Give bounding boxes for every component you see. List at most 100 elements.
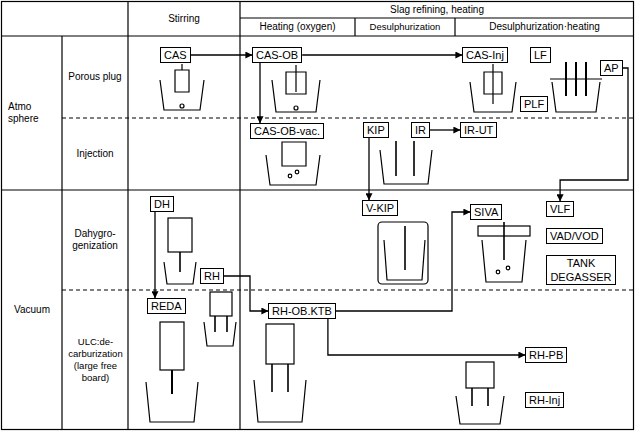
process-box: VLF (546, 201, 574, 217)
table-header: Heating (oxygen) (240, 18, 355, 36)
process-name: CAS-OB-vac. (254, 124, 320, 138)
process-name: RH (204, 269, 220, 283)
process-box: RH-PB (525, 347, 567, 363)
bubble (506, 266, 510, 270)
flow-arrow (368, 138, 369, 200)
snorkels (272, 364, 288, 392)
ladle (204, 322, 236, 346)
process-box: VAD/VOD (546, 228, 603, 244)
lance (404, 226, 406, 270)
process-box: CAS-Inj (462, 47, 508, 63)
process-box: IR (411, 122, 430, 138)
ladle (456, 396, 504, 424)
snorkel-lance (286, 65, 306, 94)
row-label: Porous plug (62, 36, 128, 118)
row-label: Dahygro- genization (64, 190, 126, 290)
process-box: SIVA (470, 204, 502, 220)
vacuum-chamber (266, 324, 294, 364)
table-line (454, 18, 455, 36)
ladle (266, 155, 320, 185)
ladle (380, 150, 432, 184)
table-line (61, 36, 62, 430)
process-name: CAS (164, 48, 187, 62)
process-name: RH-OB.KTB (272, 304, 332, 318)
snorkel (171, 370, 173, 394)
process-name: TANK DEGASSER (550, 256, 612, 284)
process-name: IR (415, 123, 426, 137)
row-label: Vacuum (2, 190, 62, 430)
process-name: VAD/VOD (550, 229, 599, 243)
vacuum-chamber (466, 362, 494, 388)
vacuum-bell (282, 142, 306, 166)
process-box: AP (600, 60, 623, 76)
table-header: Stirring (128, 2, 240, 36)
process-box: REDA (147, 298, 186, 314)
process-name: RH-Inj (529, 393, 560, 407)
process-box: KIP (363, 122, 389, 138)
process-name: LF (534, 48, 547, 62)
table-dashed-line (62, 117, 634, 118)
vacuum-chamber (160, 322, 184, 370)
flow-arrow (560, 68, 628, 201)
ladle (254, 380, 306, 422)
process-box: IR-UT (460, 122, 497, 138)
flow-arrow (154, 212, 155, 298)
table-line (354, 18, 355, 36)
process-name: DH (154, 197, 170, 211)
table-line (2, 35, 634, 36)
table-header: Desulphurization·heating (455, 18, 634, 36)
table-dashed-line (62, 289, 634, 290)
flow-arrow (328, 319, 525, 355)
electrode (503, 222, 505, 260)
process-box: RH-OB.KTB (268, 303, 336, 319)
process-name: PLF (524, 97, 544, 111)
snorkel-lance (484, 64, 502, 104)
vacuum-tank (378, 222, 428, 284)
flow-arrow (430, 129, 460, 130)
bubble (295, 170, 299, 174)
process-name: SIVA (474, 205, 498, 219)
process-box: LF (530, 47, 551, 63)
process-box: PLF (520, 96, 548, 112)
process-box: RH-Inj (525, 392, 564, 408)
process-name: CAS-OB (256, 48, 298, 62)
flow-arrow (259, 63, 260, 123)
vessel-drawings (146, 62, 602, 424)
process-box: DH (150, 196, 174, 212)
flow-arrow (224, 276, 268, 311)
table-line (240, 17, 634, 18)
snorkel (179, 252, 181, 272)
table-line (2, 189, 634, 190)
table-line (239, 2, 240, 430)
table-header: Desulphurization (355, 18, 455, 36)
ladle (160, 80, 204, 110)
process-box: CAS-OB-vac. (250, 123, 324, 139)
process-box: CAS (160, 47, 191, 63)
process-name: REDA (151, 299, 182, 313)
process-name: KIP (367, 123, 385, 137)
process-name: RH-PB (529, 348, 563, 362)
table-line (127, 2, 128, 430)
lance (396, 141, 414, 176)
process-box: V-KIP (362, 200, 398, 216)
bubble (288, 174, 292, 178)
row-label: Atmo sphere (8, 36, 52, 190)
flow-arrow (302, 54, 462, 55)
process-name: CAS-Inj (466, 48, 504, 62)
snorkels (472, 388, 488, 406)
snorkel-bell (175, 64, 189, 92)
row-label: Injection (62, 118, 128, 190)
process-box: TANK DEGASSER (546, 255, 616, 285)
process-name: AP (604, 61, 619, 75)
electrodes (566, 62, 586, 96)
flow-arrow (191, 54, 252, 55)
row-label: ULC:de- carburization (large free board) (63, 290, 128, 430)
flow-arrow (336, 212, 470, 311)
process-box: CAS-OB (252, 47, 302, 63)
table-header: Slag refining, heating (240, 2, 634, 18)
ladle (164, 262, 196, 284)
snorkels (215, 316, 227, 332)
